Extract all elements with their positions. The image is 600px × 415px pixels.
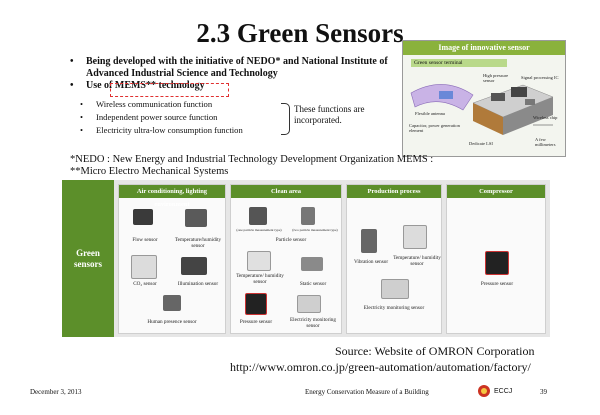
process-temp-humidity-image bbox=[403, 225, 427, 249]
category-compressor: Compressor Pressure sensor bbox=[446, 184, 546, 334]
sensor-label: Temperature/humidity sensor bbox=[174, 237, 222, 249]
sensor-label: Static sensor bbox=[299, 281, 327, 287]
function-list: Wireless communication function Independ… bbox=[80, 98, 280, 137]
particle-sensor-one-image bbox=[249, 207, 267, 225]
sensor-label: Electricity monitoring sensor bbox=[363, 305, 425, 311]
co2-sensor-image bbox=[131, 255, 157, 279]
sensor-label: Illumination sensor bbox=[177, 281, 219, 287]
compressor-pressure-sensor-image bbox=[485, 251, 509, 275]
sensor-label: Temperature/ humidity sensor bbox=[236, 273, 284, 285]
category-header: Production process bbox=[347, 185, 441, 198]
function-low-consumption: Electricity ultra-low consumption functi… bbox=[80, 124, 280, 137]
category-production-process: Production process Vibration sensor Temp… bbox=[346, 184, 442, 334]
static-sensor-image bbox=[301, 257, 323, 271]
dedicate-lsi-label: Dedicate LSI bbox=[469, 141, 493, 146]
pressure-sensor-image bbox=[245, 293, 267, 315]
flow-sensor-image bbox=[133, 209, 153, 225]
green-sensors-label: Green sensors bbox=[62, 180, 114, 337]
functions-note: These functions are incorporated. bbox=[294, 104, 365, 125]
high-pressure-label: High pressure sensor bbox=[483, 73, 509, 83]
small-label: (one particle measurement type) bbox=[236, 228, 282, 232]
sensor-label: Flow sensor bbox=[132, 237, 158, 243]
bullet-nedo: Being developed with the initiative of N… bbox=[70, 56, 400, 80]
sensor-label: Particle sensor bbox=[275, 237, 307, 243]
footer-org: ECCJ bbox=[494, 388, 513, 395]
note-mems: **Micro Electro Mechanical Systems bbox=[70, 166, 229, 177]
temp-humidity-sensor-image bbox=[185, 209, 207, 227]
mems-highlight-box bbox=[110, 83, 229, 97]
source-text: Source: Website of OMRON Corporation bbox=[335, 344, 535, 358]
function-wireless: Wireless communication function bbox=[80, 98, 280, 111]
sensor-label: Human presence sensor bbox=[147, 319, 197, 325]
category-air-conditioning: Air conditioning, lighting environment F… bbox=[118, 184, 226, 334]
note-nedo: *NEDO : New Energy and Industrial Techno… bbox=[70, 154, 434, 165]
process-electricity-monitoring-image bbox=[381, 279, 409, 299]
footer-title: Energy Conservation Measure of a Buildin… bbox=[305, 388, 429, 396]
source-url[interactable]: http://www.omron.co.jp/green-automation/… bbox=[230, 360, 531, 374]
page-number: 39 bbox=[540, 388, 547, 396]
eccj-logo-icon bbox=[478, 385, 490, 397]
small-label: (two particle measurement type) bbox=[292, 228, 338, 232]
sensor-label: Pressure sensor bbox=[239, 319, 273, 325]
sensor-label: Pressure sensor bbox=[480, 281, 514, 287]
sensor-label: Vibration sensor bbox=[353, 259, 389, 265]
few-mm-label: A few millimeters bbox=[535, 137, 556, 147]
particle-sensor-two-image bbox=[301, 207, 315, 225]
human-presence-sensor-image bbox=[163, 295, 181, 311]
innovative-sensor-title: Image of innovative sensor bbox=[403, 41, 565, 55]
innovative-sensor-image: Image of innovative sensor Green sensor … bbox=[402, 40, 566, 157]
function-power: Independent power source function bbox=[80, 111, 280, 124]
green-sensor-terminal-label: Green sensor terminal bbox=[411, 59, 507, 67]
bullet-mems: Use of MEMS** technology bbox=[70, 80, 400, 92]
sensor-label: Temperature/ humidity sensor bbox=[393, 255, 441, 267]
function-bracket bbox=[281, 103, 290, 135]
sensor-label: CO₂ sensor bbox=[133, 281, 157, 287]
category-header: Air conditioning, lighting environment bbox=[119, 185, 225, 208]
main-bullet-list: Being developed with the initiative of N… bbox=[70, 56, 400, 92]
green-sensors-panel: Green sensors Air conditioning, lighting… bbox=[62, 180, 550, 337]
clean-temp-humidity-image bbox=[247, 251, 271, 271]
sensor-label: Electricity monitoring sensor bbox=[290, 317, 336, 329]
category-header: Clean area bbox=[231, 185, 341, 198]
wireless-chip-label: Wireless chip bbox=[533, 115, 558, 120]
category-clean-area: Clean area (one particle measurement typ… bbox=[230, 184, 342, 334]
clean-electricity-monitoring-image bbox=[297, 295, 321, 313]
capacitor-label: Capacitor, power generation element bbox=[409, 123, 460, 133]
slide-title: 2.3 Green Sensors bbox=[196, 18, 404, 48]
category-header: Compressor bbox=[447, 185, 545, 198]
flexible-antenna-label: Flexible antenna bbox=[415, 111, 445, 116]
footnotes: *NEDO : New Energy and Industrial Techno… bbox=[70, 154, 540, 178]
illumination-sensor-image bbox=[181, 257, 207, 275]
vibration-sensor-image bbox=[361, 229, 377, 253]
sensor-illustration bbox=[410, 84, 554, 135]
footer-date: December 3, 2013 bbox=[30, 388, 82, 396]
signal-ic-label: Signal processing IC bbox=[521, 75, 559, 80]
